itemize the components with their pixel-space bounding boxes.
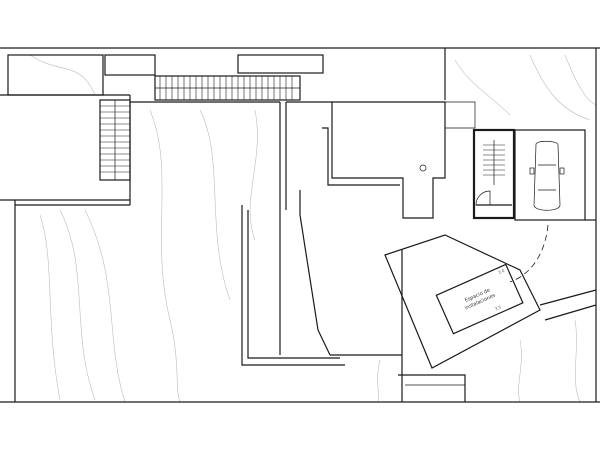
dimension-short: 2.0: [497, 268, 505, 275]
dimension-long: 3.5: [494, 304, 502, 311]
turning-arc: [509, 224, 549, 283]
stair-left: [99, 99, 131, 181]
stair-top: [154, 75, 301, 101]
stair-core: [472, 128, 516, 220]
topographic-contours: [29, 54, 597, 403]
car: [529, 140, 565, 211]
installation-room: Espacio de instalaciones 2.0 3.5: [435, 263, 524, 335]
column-marker: [419, 164, 427, 172]
walls: [0, 47, 600, 403]
